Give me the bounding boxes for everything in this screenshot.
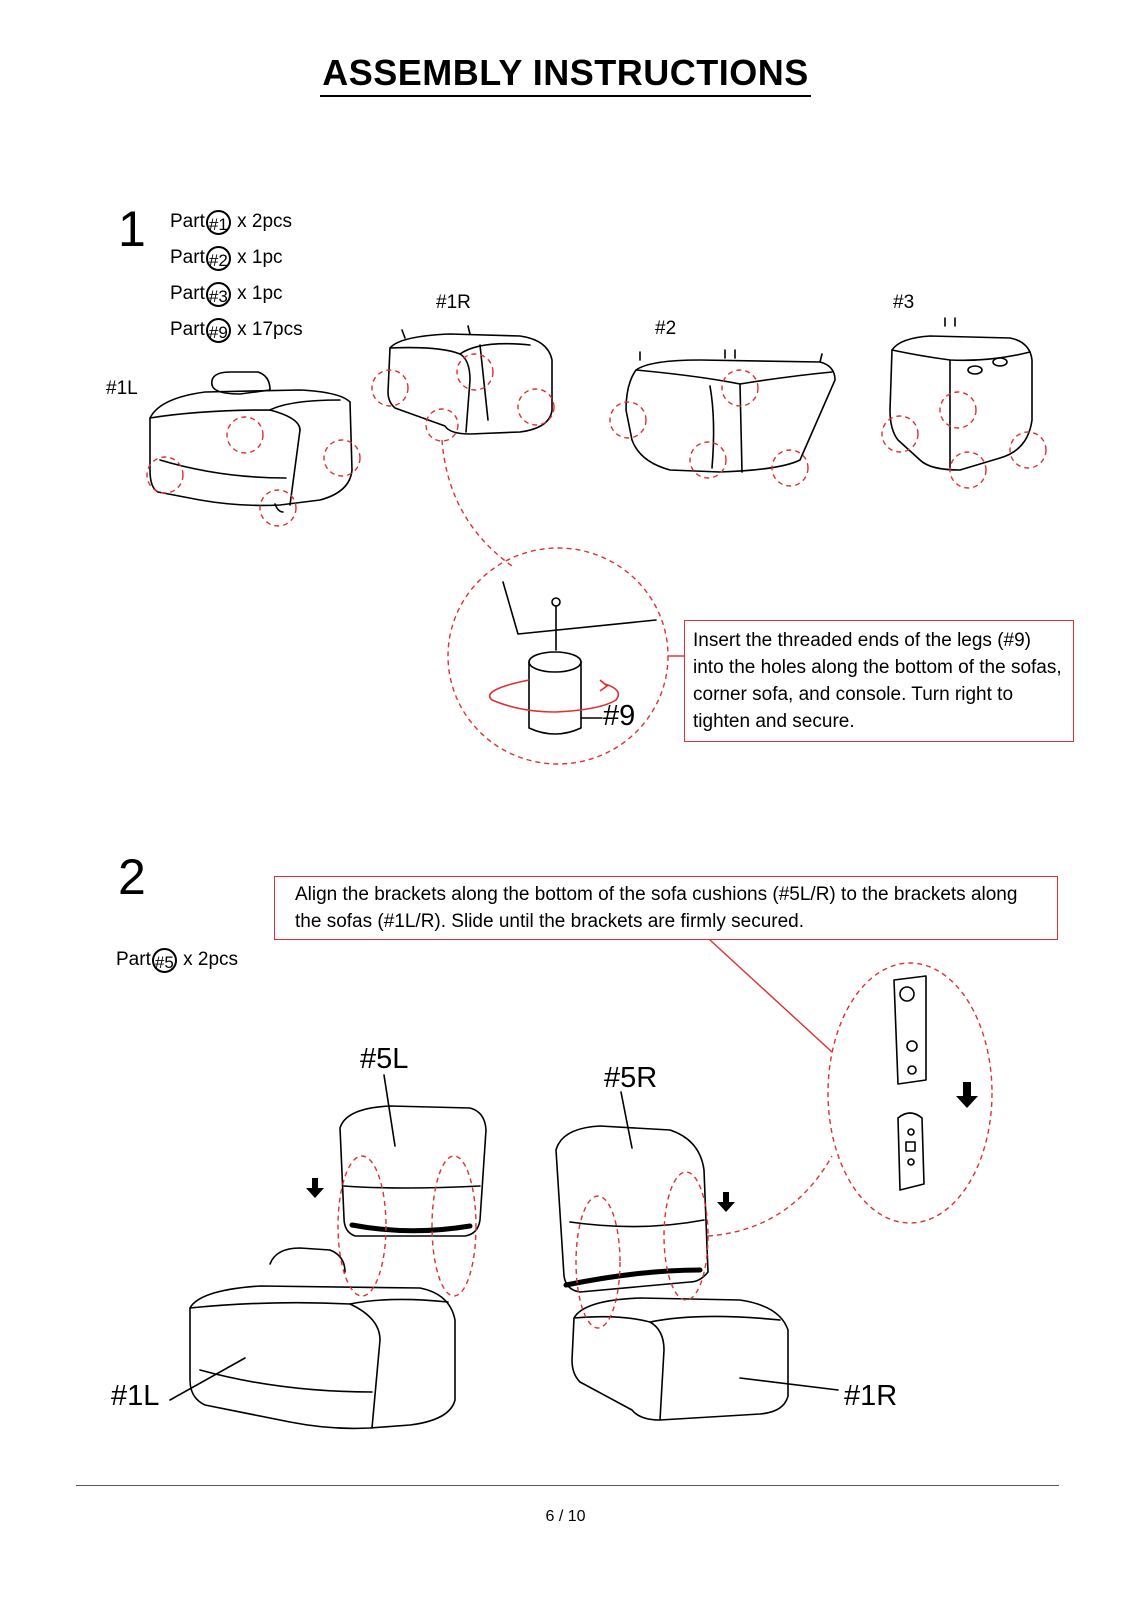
leg-zoom-circle xyxy=(447,547,669,765)
part-qty: x 1pc xyxy=(237,283,283,304)
cushion-5r-drawing xyxy=(555,1091,709,1293)
part-qty: x 1pc xyxy=(237,247,283,268)
down-arrow-icon xyxy=(956,1082,978,1108)
part-id-circle: #9 xyxy=(205,317,231,343)
bracket-leader-line xyxy=(707,1155,833,1237)
part-line: Part#9 x 17pcs xyxy=(170,312,303,348)
bracket-drawing xyxy=(893,975,927,1191)
label-5r: #5R xyxy=(604,1062,658,1094)
page-number: 6 / 10 xyxy=(545,1508,586,1525)
down-arrow-icon xyxy=(306,1178,324,1198)
sofa-1r-step2-drawing xyxy=(571,1297,839,1421)
step1-note: Insert the threaded ends of the legs (#9… xyxy=(684,620,1074,742)
sofa-2-drawing xyxy=(625,349,836,473)
sofa-1l-drawing xyxy=(149,371,353,513)
part-line: Part#5 x 2pcs xyxy=(116,942,238,978)
part-id-circle: #5 xyxy=(151,947,177,973)
step2-parts-list: Part#5 x 2pcs xyxy=(116,942,238,978)
part-prefix: Part xyxy=(170,283,205,304)
cushion-5l-drawing xyxy=(339,1074,487,1237)
rotate-right-icon xyxy=(489,679,620,713)
label-1l-step2: #1L xyxy=(111,1380,160,1412)
sofa-1l-step2-drawing xyxy=(169,1247,456,1430)
page-title: ASSEMBLY INSTRUCTIONS xyxy=(0,52,1131,97)
part-qty: x 2pcs xyxy=(237,211,293,232)
part-qty: x 17pcs xyxy=(237,319,303,340)
label-1l: #1L xyxy=(106,378,138,399)
console-3-drawing xyxy=(889,317,1033,471)
bracket-markers xyxy=(337,1155,709,1329)
part-line: Part#3 x 1pc xyxy=(170,276,303,312)
label-5l: #5L xyxy=(360,1043,409,1075)
part-id-circle: #2 xyxy=(205,245,231,271)
footer-divider xyxy=(76,1485,1059,1486)
part-id-circle: #3 xyxy=(205,281,231,307)
label-1r: #1R xyxy=(436,292,471,313)
leg-hole-markers xyxy=(146,353,1047,527)
label-2: #2 xyxy=(655,318,677,339)
down-arrow-icon xyxy=(717,1192,735,1212)
part-prefix: Part xyxy=(116,949,151,970)
step2-note-connector xyxy=(709,939,833,1053)
step2-number: 2 xyxy=(118,849,146,905)
sofa-1r-drawing xyxy=(387,325,553,435)
part-prefix: Part xyxy=(170,319,205,340)
label-9: #9 xyxy=(603,700,636,732)
part-prefix: Part xyxy=(170,247,205,268)
step1-number: 1 xyxy=(118,201,146,257)
part-line: Part#2 x 1pc xyxy=(170,240,303,276)
bracket-zoom-circle xyxy=(827,962,993,1224)
title-text: ASSEMBLY INSTRUCTIONS xyxy=(320,52,811,97)
leg-leader-line xyxy=(441,439,513,567)
label-3: #3 xyxy=(893,292,915,313)
label-1r-step2: #1R xyxy=(844,1380,898,1412)
step2-note: Align the brackets along the bottom of t… xyxy=(274,876,1058,940)
step1-parts-list: Part#1 x 2pcs Part#2 x 1pc Part#3 x 1pc … xyxy=(170,204,303,348)
part-line: Part#1 x 2pcs xyxy=(170,204,303,240)
part-prefix: Part xyxy=(170,211,205,232)
leg-9-drawing xyxy=(502,581,657,735)
part-qty: x 2pcs xyxy=(183,949,239,970)
part-id-circle: #1 xyxy=(205,209,231,235)
